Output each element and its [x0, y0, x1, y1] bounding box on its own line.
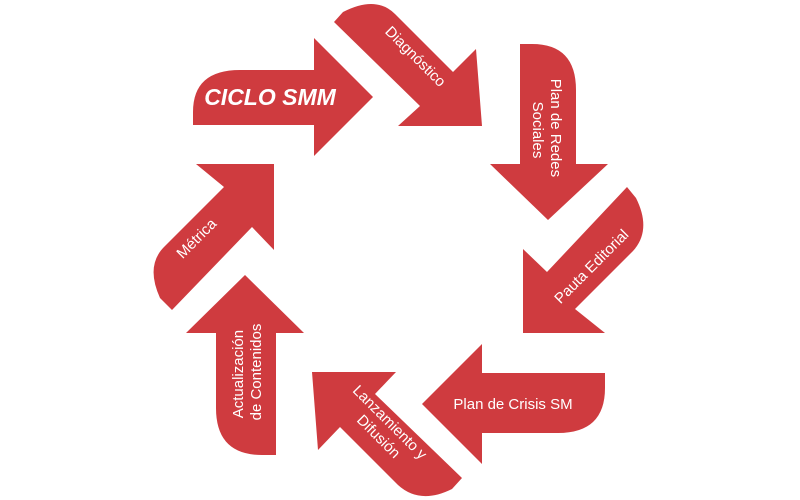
step-actualizacion-contenidos-shape: [186, 275, 304, 455]
step-plan-crisis-arrow: Plan de Crisis SM: [422, 344, 605, 464]
ciclo-smm-arrow-shape: [193, 38, 373, 156]
step-actualizacion-contenidos-label: Actualización de Contenidos: [230, 324, 265, 421]
step-plan-redes-sociales-arrow: Plan de Redes Sociales: [490, 44, 608, 220]
step-plan-crisis-shape: [422, 344, 605, 464]
ciclo-smm-title: CICLO SMM: [204, 84, 336, 110]
step-plan-crisis-label: Plan de Crisis SM: [453, 396, 572, 413]
step-actualizacion-contenidos-arrow: Actualización de Contenidos: [186, 275, 304, 455]
ciclo-smm-arrow: CICLO SMM: [193, 38, 373, 156]
step-lanzamiento-difusion-shape: [312, 372, 462, 497]
step-metrica-shape: [153, 164, 274, 310]
step-plan-redes-sociales-label: Plan de Redes Sociales: [529, 79, 564, 182]
step-diagnostico-shape: [334, 3, 482, 127]
step-plan-redes-sociales-shape: [490, 44, 608, 220]
step-pauta-editorial-shape: [523, 187, 644, 333]
